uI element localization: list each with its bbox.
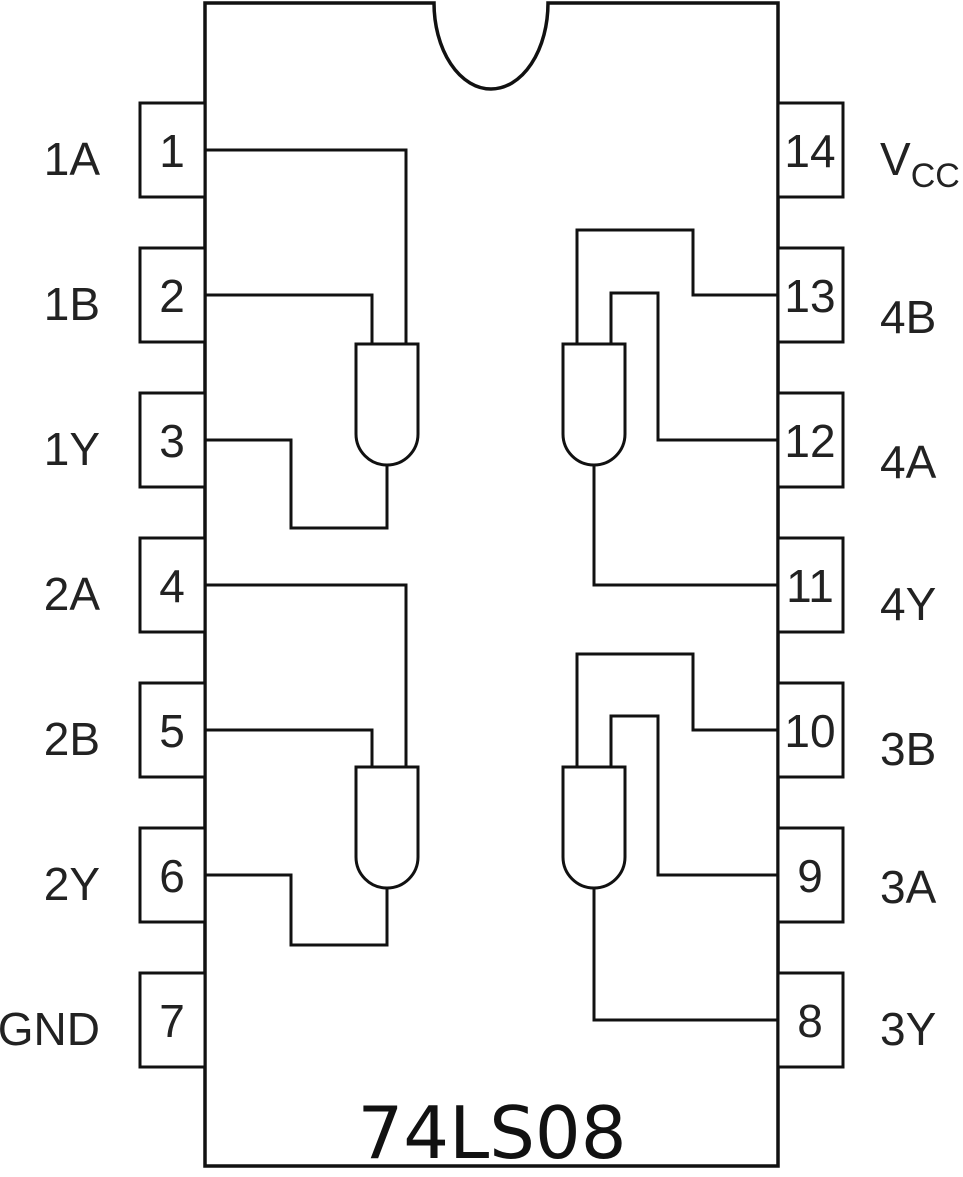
pin-number: 13 bbox=[784, 270, 835, 322]
pin-number: 10 bbox=[784, 705, 835, 757]
pin-box-14 bbox=[776, 101, 845, 199]
pin-name: 4B bbox=[880, 291, 936, 343]
pin-number: 14 bbox=[784, 125, 835, 177]
pin-name: 1A bbox=[44, 133, 101, 185]
pin-number: 2 bbox=[159, 270, 185, 322]
and-gate-2 bbox=[354, 765, 420, 890]
pin-name: 2Y bbox=[44, 858, 100, 910]
pin-number: 1 bbox=[159, 125, 185, 177]
pin-number: 8 bbox=[797, 995, 823, 1047]
wire-1a bbox=[205, 148, 408, 344]
wire-3y bbox=[592, 888, 778, 1022]
wire-1b bbox=[205, 293, 374, 344]
pin-box-5 bbox=[138, 681, 207, 779]
pin-number: 12 bbox=[784, 415, 835, 467]
pin-name: 3B bbox=[880, 723, 936, 775]
pin-box-2 bbox=[138, 246, 207, 344]
wire-4y bbox=[592, 465, 778, 587]
pin-number: 3 bbox=[159, 415, 185, 467]
pin-name: 4Y bbox=[880, 578, 936, 630]
wire-1y bbox=[205, 438, 389, 530]
and-gate-3 bbox=[561, 765, 627, 890]
pin-number: 4 bbox=[159, 560, 185, 612]
pin-name: 4A bbox=[880, 436, 937, 488]
pin-box-7 bbox=[138, 971, 207, 1069]
wire-2b bbox=[205, 728, 374, 767]
pin-number: 7 bbox=[159, 995, 185, 1047]
pin-number: 9 bbox=[797, 850, 823, 902]
pin-name: 2A bbox=[44, 568, 101, 620]
pin-box-9 bbox=[776, 826, 845, 924]
pin-box-8 bbox=[776, 971, 845, 1069]
pin-name: V bbox=[880, 133, 911, 185]
pin-name: 3Y bbox=[880, 1003, 936, 1055]
pin-name: 1B bbox=[44, 278, 100, 330]
pin-name: 2B bbox=[44, 713, 100, 765]
part-number-label: 74LS08 bbox=[357, 1091, 626, 1175]
pin-name: 1Y bbox=[44, 423, 100, 475]
wire-3b bbox=[575, 652, 778, 767]
wire-3a bbox=[609, 714, 778, 877]
and-gate-4 bbox=[561, 342, 627, 467]
pin-name-vcc: VCC bbox=[880, 133, 960, 195]
pin-box-4 bbox=[138, 536, 207, 634]
pin-box-3 bbox=[138, 391, 207, 489]
pin-box-6 bbox=[138, 826, 207, 924]
wire-2a bbox=[205, 583, 408, 767]
pin-name: 3A bbox=[880, 861, 937, 913]
wire-4a bbox=[609, 291, 778, 442]
pin-number: 5 bbox=[159, 705, 185, 757]
pin-number: 11 bbox=[786, 560, 834, 612]
and-gate-1 bbox=[354, 342, 420, 467]
pin-name: GND bbox=[0, 1003, 100, 1055]
pin-box-13 bbox=[776, 246, 845, 344]
pin-number: 6 bbox=[159, 850, 185, 902]
pin-name-subscript: CC bbox=[911, 157, 960, 195]
wire-4b bbox=[575, 228, 778, 344]
pin-box-11 bbox=[776, 536, 845, 634]
wire-2y bbox=[205, 873, 389, 947]
